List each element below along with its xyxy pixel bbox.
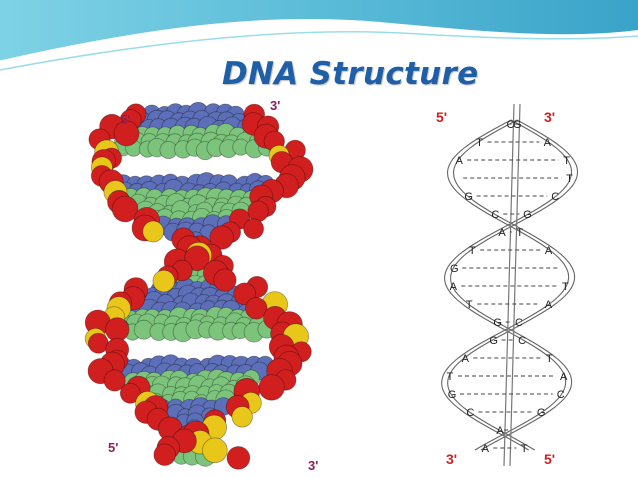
base-letter-right: G (513, 119, 522, 131)
base-letter-right: T (563, 155, 570, 167)
base-letter-right: A (560, 371, 568, 383)
base-letter-left: A (496, 425, 504, 437)
base-letter-right: C (518, 335, 526, 347)
atom-sphere (231, 406, 253, 428)
helix-strands (441, 119, 579, 451)
base-letter-right: G (537, 407, 546, 419)
base-letter-right: T (521, 443, 528, 455)
base-letter-left: G (450, 263, 459, 275)
base-letter-left: C (507, 119, 515, 131)
base-letter-left: G (489, 335, 498, 347)
base-letter-right: T (562, 281, 569, 293)
atom-sphere (243, 218, 265, 240)
helix-axis-2 (509, 103, 521, 467)
base-letter-left: T (447, 371, 454, 383)
label-3prime-top-right: 3' (544, 109, 555, 125)
label-5prime-top-left: 5' (120, 112, 130, 127)
atom-sphere (111, 195, 139, 223)
label-5prime-top-left: 5' (436, 109, 447, 125)
base-letter-left: G (448, 389, 457, 401)
header-swoosh (0, 0, 638, 71)
base-letter-right: T (516, 227, 523, 239)
atom-sphere (202, 437, 228, 464)
atom-sphere (213, 268, 237, 292)
atom-sphere (153, 443, 176, 466)
atom-sphere (247, 200, 269, 223)
label-3prime-bottom-left: 3' (446, 451, 457, 467)
atom-sphere (142, 220, 165, 243)
atom-sphere (233, 282, 256, 306)
atom-sphere (184, 245, 210, 272)
space-filling-dna-model: 5' 3' 5' 3' (84, 98, 318, 473)
label-3prime-bottom-right: 3' (308, 458, 318, 473)
base-letter-right: T (546, 353, 553, 365)
base-letter-left: C (466, 407, 474, 419)
atom-cluster (84, 101, 314, 470)
base-letter-left: T (476, 137, 483, 149)
helix-strand-1 (450, 119, 579, 451)
base-letter-left: T (466, 299, 473, 311)
base-letter-left: T (469, 245, 476, 257)
base-letter-right: A (545, 245, 553, 257)
atom-sphere (87, 332, 109, 354)
atom-sphere (119, 382, 141, 404)
base-letter-right: A (544, 137, 552, 149)
base-letter-left: A (482, 443, 490, 455)
base-letter-left: C (491, 209, 499, 221)
base-letter-left: G (464, 191, 473, 203)
base-letter-right: C (515, 317, 523, 329)
atom-sphere (245, 297, 268, 320)
base-letter-left: A (456, 155, 464, 167)
atom-sphere (226, 446, 251, 470)
atom-sphere (209, 225, 234, 250)
base-letter-left: A (498, 227, 506, 239)
label-3prime-top-right: 3' (270, 98, 280, 113)
atom-sphere (103, 369, 126, 392)
base-letter-right: C (557, 389, 565, 401)
base-letter-right: A (545, 299, 553, 311)
slide-title: DNA Structure (222, 56, 479, 92)
base-letter-right: C (551, 191, 559, 203)
helix-strand-2 (441, 119, 570, 451)
base-letter-right: G (523, 209, 532, 221)
helix-axis (503, 103, 515, 467)
atom-sphere (258, 374, 285, 401)
label-5prime-bottom-left: 5' (108, 440, 118, 455)
label-5prime-bottom-right: 5' (544, 451, 555, 467)
base-letter-right: T (566, 173, 573, 185)
base-letter-left: G (493, 317, 502, 329)
helix-strand-1 (444, 119, 573, 451)
atom-sphere (152, 269, 176, 293)
base-letter-left: A (450, 281, 458, 293)
helix-strand-2 (447, 119, 576, 451)
atom-sphere (113, 120, 140, 147)
base-letter-left: A (462, 353, 470, 365)
